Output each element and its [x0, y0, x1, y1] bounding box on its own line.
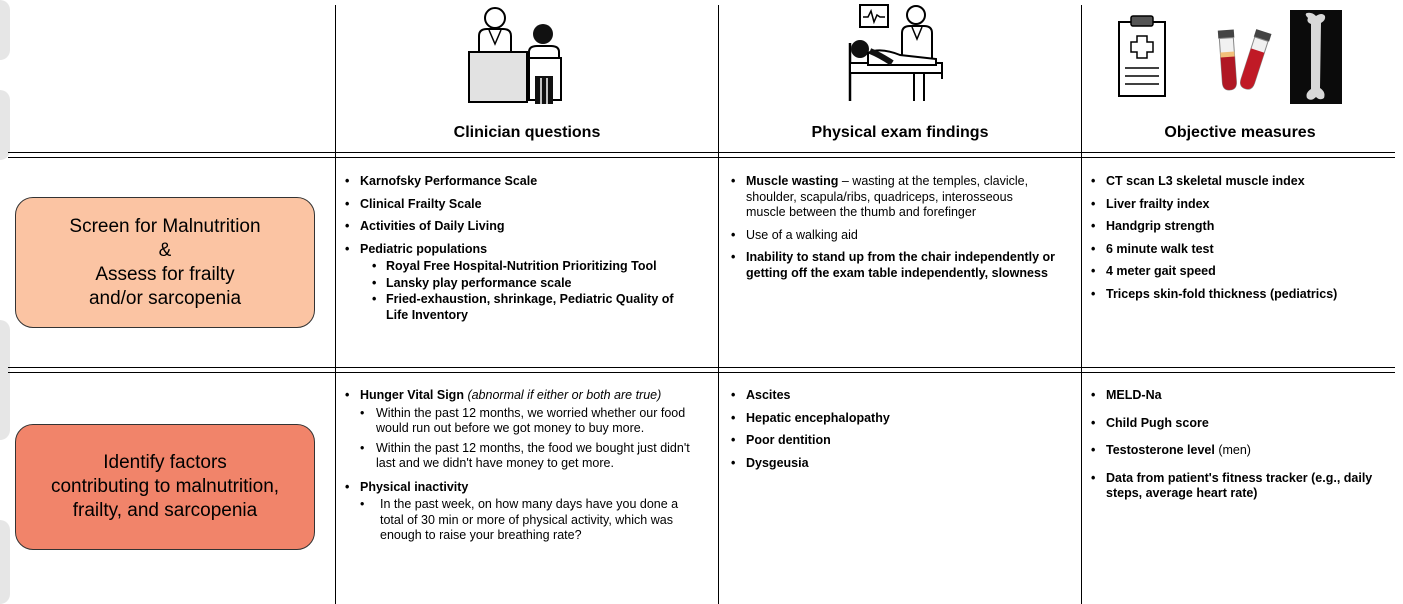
row-divider: [8, 367, 1395, 368]
hunger-vital-sign-note: (abnormal if either or both are true): [467, 388, 662, 402]
row-label-screen: Screen for Malnutrition & Assess for fra…: [15, 197, 315, 328]
list-item: Triceps skin-fold thickness (pediatrics): [1088, 287, 1398, 303]
inactivity-sublist: In the past week, on how many days have …: [342, 497, 714, 544]
screen-clinician-list: Karnofsky Performance Scale Clinical Fra…: [342, 174, 712, 324]
bone-xray-icon: [1290, 10, 1342, 104]
column-title-objective-measures: Objective measures: [1164, 124, 1316, 141]
row-label-line: Identify factors: [103, 452, 227, 473]
sub-list-item: In the past week, on how many days have …: [342, 497, 714, 544]
list-item: Data from patient's fitness tracker (e.g…: [1088, 471, 1388, 502]
hunger-vital-sign-label: Hunger Vital Sign: [360, 388, 464, 402]
muscle-wasting-detail: – wasting at the temples, clavicle, shou…: [746, 174, 1029, 219]
column-divider: [335, 5, 336, 604]
testosterone-label: Testosterone level: [1106, 443, 1215, 457]
column-divider: [718, 5, 719, 604]
list-item: Hepatic encephalopathy: [728, 411, 1068, 427]
muscle-wasting-label: Muscle wasting: [746, 174, 839, 188]
row-label-line: and/or sarcopenia: [88, 287, 242, 309]
list-item: Use of a walking aid: [728, 228, 1078, 244]
list-item: Physical inactivity In the past week, on…: [342, 480, 714, 544]
sub-list-item: Fried-exhaustion, shrinkage, Pediatric Q…: [360, 292, 712, 323]
row-label-identify: Identify factors contributing to malnutr…: [15, 424, 315, 550]
left-edge-decoration: [0, 0, 10, 60]
row-label-line: Assess for frailty: [95, 263, 235, 285]
column-divider: [1081, 5, 1082, 604]
header-divider: [8, 152, 1395, 153]
blood-tubes-icon: [1217, 29, 1272, 91]
screen-physical-list: Muscle wasting – wasting at the temples,…: [728, 174, 1078, 288]
list-item: Activities of Daily Living: [342, 219, 712, 235]
sub-list-item: Lansky play performance scale: [360, 276, 712, 292]
row-label-line: contributing to malnutrition,: [50, 476, 280, 497]
identify-physical-list: Ascites Hepatic encephalopathy Poor dent…: [728, 388, 1068, 478]
list-item: Liver frailty index: [1088, 197, 1398, 213]
list-item-label: Pediatric populations: [360, 241, 488, 256]
list-item: Clinical Frailty Scale: [342, 197, 712, 213]
testosterone-note: (men): [1214, 443, 1251, 457]
list-item: Karnofsky Performance Scale: [342, 174, 712, 190]
list-item: Muscle wasting – wasting at the temples,…: [728, 174, 1078, 221]
list-item: Inability to stand up from the chair ind…: [728, 250, 1078, 281]
physical-inactivity-label: Physical inactivity: [360, 479, 469, 494]
clinician-patient-icon: [468, 7, 562, 104]
row-label-line: &: [158, 239, 172, 261]
left-edge-decoration: [0, 520, 10, 604]
column-title-clinician-questions: Clinician questions: [453, 124, 601, 141]
identify-clinician-list: Hunger Vital Sign (abnormal if either or…: [342, 388, 714, 551]
list-item: Dysgeusia: [728, 456, 1068, 472]
sub-list-item: Within the past 12 months, we worried wh…: [342, 406, 714, 437]
list-item: Ascites: [728, 388, 1068, 404]
list-item: CT scan L3 skeletal muscle index: [1088, 174, 1398, 190]
sub-list-item: Royal Free Hospital-Nutrition Prioritizi…: [360, 259, 712, 275]
row-label-line: frailty, and sarcopenia: [72, 500, 258, 521]
list-item: Child Pugh score: [1088, 416, 1388, 432]
row-label-line: Screen for Malnutrition: [69, 215, 261, 237]
list-item: 4 meter gait speed: [1088, 264, 1398, 280]
hunger-sublist: Within the past 12 months, we worried wh…: [342, 406, 714, 472]
list-item: Handgrip strength: [1088, 219, 1398, 235]
left-edge-decoration: [0, 320, 10, 440]
sub-list-item: Within the past 12 months, the food we b…: [342, 441, 714, 472]
list-item: Testosterone level (men): [1088, 443, 1388, 459]
left-edge-decoration: [0, 90, 10, 160]
row-divider: [8, 372, 1395, 373]
header-divider: [8, 157, 1395, 158]
list-item: Hunger Vital Sign (abnormal if either or…: [342, 388, 714, 472]
column-title-physical-exam-findings: Physical exam findings: [811, 124, 989, 141]
list-item: 6 minute walk test: [1088, 242, 1398, 258]
identify-objective-list: MELD-Na Child Pugh score Testosterone le…: [1088, 388, 1388, 509]
list-item: Poor dentition: [728, 433, 1068, 449]
list-item: Pediatric populations Royal Free Hospita…: [342, 242, 712, 324]
clipboard-icon: [1118, 15, 1166, 97]
screen-objective-list: CT scan L3 skeletal muscle index Liver f…: [1088, 174, 1398, 309]
patient-in-bed-icon: [848, 4, 943, 101]
list-item: MELD-Na: [1088, 388, 1388, 404]
pediatric-sublist: Royal Free Hospital-Nutrition Prioritizi…: [360, 259, 712, 323]
